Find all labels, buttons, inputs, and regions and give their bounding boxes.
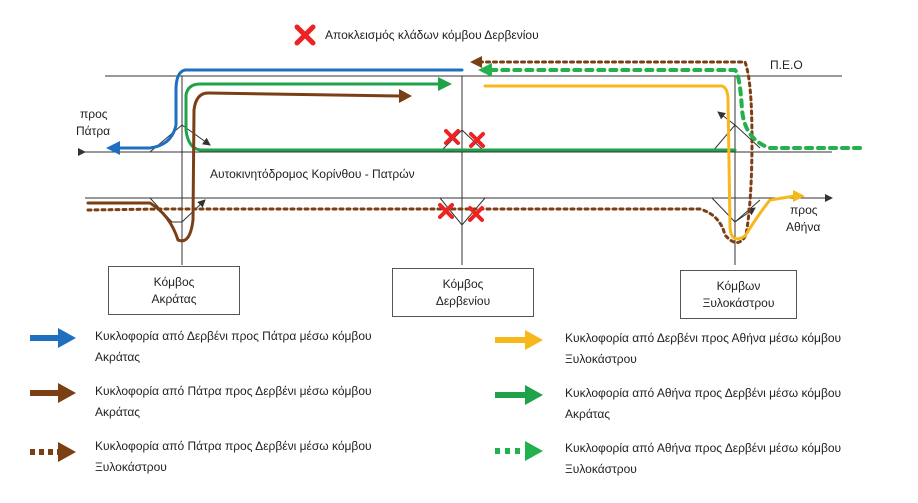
legend-icon-blue-solid bbox=[30, 328, 76, 348]
junction-label-line1: Κόμβος bbox=[442, 276, 484, 291]
closure-x-icon bbox=[294, 24, 316, 46]
route-athina-derveni-via-xylokastro bbox=[488, 68, 862, 150]
legend-item-green: Κυκλοφορία από Αθήνα προς Δερβένι μέσω κ… bbox=[565, 385, 905, 425]
to-athina-label-line1: προς bbox=[790, 203, 818, 217]
closure-title: Αποκλεισμός κλάδων κόμβου Δερβενίου bbox=[294, 24, 539, 46]
legend-item-brown-dotted: Κυκλοφορία από Πάτρα προς Δερβένι μέσω κ… bbox=[95, 438, 435, 478]
closure-marks bbox=[438, 129, 485, 222]
legend-text: Κυκλοφορία από Πάτρα προς Δερβένι μέσω κ… bbox=[95, 436, 435, 478]
legend-item-brown: Κυκλοφορία από Πάτρα προς Δερβένι μέσω κ… bbox=[95, 383, 435, 423]
junction-box-xylokastro: Κόμβων Ξυλοκάστρου bbox=[680, 270, 797, 319]
legend-text-line2: Ακράτας bbox=[565, 407, 611, 421]
legend-icon-green-dotted bbox=[495, 441, 543, 461]
legend-text-line2: Ξυλοκάστρου bbox=[565, 352, 637, 366]
junction-box-akrata: Κόμβος Ακράτας bbox=[108, 266, 240, 315]
route-blue-arrowhead bbox=[106, 141, 120, 155]
junction-label-line2: Ακράτας bbox=[151, 291, 197, 306]
xylokastro-ramp-arrow-2 bbox=[717, 111, 736, 126]
junction-label-line2: Ξυλοκάστρου bbox=[702, 295, 775, 310]
legend-text-line2: Ακράτας bbox=[95, 350, 141, 364]
route-patra-derveni-via-akrata bbox=[86, 91, 402, 243]
closure-x-icon bbox=[469, 132, 485, 148]
to-patra-label-line1: προς bbox=[80, 107, 108, 121]
legend-text-line1: Κυκλοφορία από Αθήνα προς Δερβένι μέσω κ… bbox=[565, 441, 842, 455]
route-green-arrowhead bbox=[438, 77, 452, 91]
closure-x-icon bbox=[468, 206, 484, 222]
title-text: Αποκλεισμός κλάδων κόμβου Δερβενίου bbox=[325, 28, 539, 42]
legend-text-line1: Κυκλοφορία από Αθήνα προς Δερβένι μέσω κ… bbox=[565, 386, 842, 400]
legend-icon-green-solid bbox=[495, 385, 543, 405]
legend-item-green-dotted: Κυκλοφορία από Αθήνα προς Δερβένι μέσω κ… bbox=[565, 440, 905, 480]
legend-icon-yellow-solid bbox=[495, 330, 543, 350]
legend-text: Κυκλοφορία από Αθήνα προς Δερβένι μέσω κ… bbox=[565, 383, 905, 425]
legend-text-line1: Κυκλοφορία από Πάτρα προς Δερβένι μέσω κ… bbox=[95, 439, 372, 453]
route-derveni-patra-via-akrata bbox=[116, 68, 464, 150]
derveni-north-ramps bbox=[439, 129, 486, 153]
route-derveni-athina-via-xylokastro bbox=[483, 84, 797, 241]
legend-text: Κυκλοφορία από Πάτρα προς Δερβένι μέσω κ… bbox=[95, 381, 435, 423]
closure-x-icon bbox=[444, 129, 460, 145]
legend-text-line2: Ξυλοκάστρου bbox=[565, 462, 637, 476]
to-athina-label-line2: Αθήνα bbox=[786, 220, 820, 234]
akrata-south-ramp bbox=[149, 197, 182, 223]
closure-x-icon bbox=[438, 203, 454, 219]
junction-label-line1: Κόμβος bbox=[153, 274, 195, 289]
peo-label: Π.Ε.Ο bbox=[770, 58, 803, 72]
legend-text: Κυκλοφορία από Αθήνα προς Δερβένι μέσω κ… bbox=[565, 438, 905, 480]
xylokastro-ramp-arrow bbox=[734, 207, 756, 223]
route-brown-dotted-arrowhead bbox=[470, 56, 482, 68]
to-patra-label-line2: Πάτρα bbox=[76, 124, 110, 138]
legend-item-yellow: Κυκλοφορία από Δερβένι προς Αθήνα μέσω κ… bbox=[565, 330, 905, 370]
legend-text: Κυκλοφορία από Δερβένι προς Πάτρα μέσω κ… bbox=[95, 326, 435, 368]
legend-text-line2: Ακράτας bbox=[95, 405, 141, 419]
legend-text-line2: Ξυλοκάστρου bbox=[95, 460, 167, 474]
route-green-dotted-arrowhead bbox=[478, 63, 492, 77]
legend-item-blue: Κυκλοφορία από Δερβένι προς Πάτρα μέσω κ… bbox=[95, 328, 435, 368]
legend-text-line1: Κυκλοφορία από Δερβένι προς Αθήνα μέσω κ… bbox=[565, 331, 842, 345]
route-patra-derveni-via-xylokastro bbox=[86, 60, 754, 244]
legend-icon-brown-solid bbox=[30, 383, 76, 403]
route-brown-arrowhead bbox=[399, 89, 412, 103]
junction-box-derveni: Κόμβος Δερβενίου bbox=[392, 268, 534, 317]
legend-icons bbox=[30, 328, 543, 462]
legend-text-line1: Κυκλοφορία από Πάτρα προς Δερβένι μέσω κ… bbox=[95, 384, 372, 398]
legend-icon-brown-dotted bbox=[30, 442, 76, 462]
junction-label-line1: Κόμβων bbox=[716, 278, 761, 293]
legend-text-line1: Κυκλοφορία από Δερβένι προς Πάτρα μέσω κ… bbox=[95, 329, 372, 343]
motorway-label: Αυτοκινητόδρομος Κορίνθου - Πατρών bbox=[210, 167, 415, 181]
legend-text: Κυκλοφορία από Δερβένι προς Αθήνα μέσω κ… bbox=[565, 328, 905, 370]
route-yellow-arrowhead bbox=[793, 190, 805, 202]
junction-label-line2: Δερβενίου bbox=[435, 293, 491, 308]
